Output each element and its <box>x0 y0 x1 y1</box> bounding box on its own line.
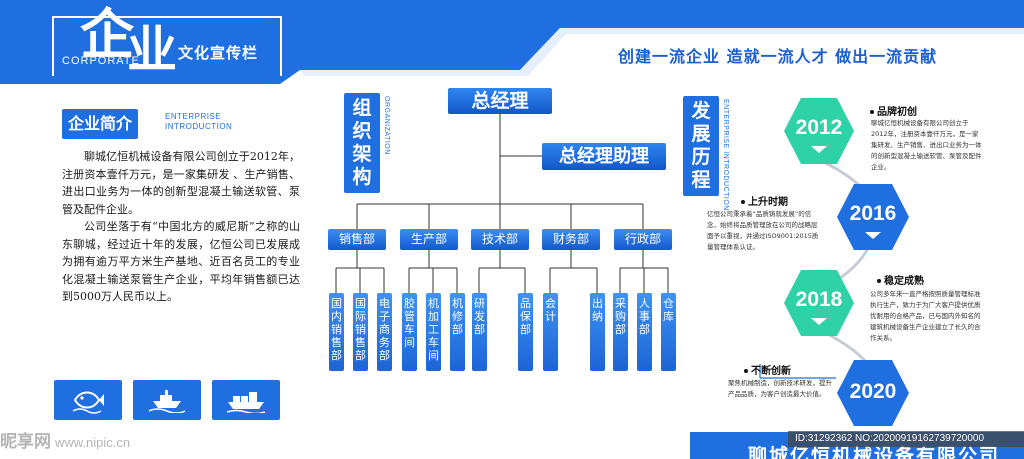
logo-subtitle: 文化宣传栏 <box>178 44 259 62</box>
assistant-manager-box: 总经理助理 <box>542 143 666 170</box>
logo-char-qi: 企 <box>80 2 134 66</box>
bullet-icon <box>741 200 745 204</box>
history-title: 发展历程 <box>683 96 719 196</box>
intro-paragraph-2: 公司坐落于有“中国北方的威尼斯”之称的山东聊城，经过近十年的发展，亿恒公司已发展… <box>62 220 300 303</box>
dept-sales: 销售部 <box>328 229 386 250</box>
chevron-down-icon <box>865 232 881 239</box>
bullet-icon <box>877 279 881 283</box>
sub-accounting: 会计 <box>543 293 558 371</box>
bullet-icon <box>744 369 748 373</box>
fish-icon <box>54 380 122 420</box>
event-text-2018: 公司多年来一直严格按照质量管理标准执行生产，致力于为广大客户提供优质优耐用的合格… <box>870 290 981 342</box>
bullet-icon <box>870 110 874 114</box>
org-title-en: ORGANIZATION <box>383 96 390 155</box>
sub-cashier: 出纳 <box>590 293 605 371</box>
event-text-2016: 亿恒公司秉承着“品质铸就发展”的信念，始终将品质管理放在公司的战略层面予以重视，… <box>707 210 819 251</box>
image-id-tag: ID:31292362 NO:20200919162739720000 <box>788 431 1024 447</box>
org-title: 组织架构 <box>344 93 380 193</box>
intro-title-en: ENTERPRISE INTRODUCTION <box>165 112 233 131</box>
sub-machining-workshop: 机加工车间 <box>426 293 441 371</box>
sub-rnd: 研发部 <box>472 293 487 371</box>
general-manager-box: 总经理 <box>448 88 552 114</box>
logo-char-ye: 业 <box>127 20 177 79</box>
year-hex-2016: 2016 <box>836 182 910 252</box>
event-title-2018: 稳定成熟 <box>877 272 924 287</box>
footer-company-name: 聊城亿恒机械设备有限公司 <box>748 445 1001 459</box>
chevron-down-icon <box>811 318 827 325</box>
sub-maintenance: 机修部 <box>450 293 465 371</box>
logo-corporate-text: CORPORATE <box>62 55 140 67</box>
dept-admin: 行政部 <box>614 229 672 250</box>
sub-hose-workshop: 胶管车间 <box>402 293 417 371</box>
dept-technology: 技术部 <box>471 229 529 250</box>
sub-intl-sales: 国际销售部 <box>353 293 368 371</box>
sub-hr: 人事部 <box>637 293 652 371</box>
sub-warehouse: 仓库 <box>661 293 676 371</box>
sub-quality: 品保部 <box>518 293 533 371</box>
header-band <box>0 0 1024 84</box>
sub-domestic-sales: 国内销售部 <box>329 293 344 371</box>
event-title-2016: 上升时期 <box>741 193 788 208</box>
intro-body: 聊城亿恒机械设备有限公司创立于2012年，注册资本壹仟万元，是一家集研发 、生产… <box>62 148 300 306</box>
year-hex-2012: 2012 <box>783 96 855 166</box>
chevron-down-icon <box>811 146 827 153</box>
header-shape <box>0 0 1024 84</box>
year-hex-2020: 2020 <box>836 358 910 428</box>
event-text-2020: 聚焦机械制造，创新技术研发，提升产品品质，为客户创造最大价值。 <box>728 379 832 398</box>
event-title-2012: 品牌初创 <box>870 103 917 118</box>
history-title-en: ENTERPRISE INTRODUCTION <box>722 99 729 211</box>
cargo-ship-icon <box>212 380 280 420</box>
sub-purchasing: 采购部 <box>613 293 628 371</box>
year-hex-2018: 2018 <box>783 268 855 338</box>
event-text-2012: 聊城亿恒机械设备有限公司创立于2012年，注册资本壹仟万元，是一家集研发、生产销… <box>871 119 982 171</box>
dept-finance: 财务部 <box>542 229 600 250</box>
ship-icon <box>133 380 201 420</box>
sub-ecommerce: 电子商务部 <box>377 293 392 371</box>
dept-production: 生产部 <box>400 229 458 250</box>
slogan: 创建一流企业 造就一流人才 做出一流贡献 <box>618 47 938 66</box>
event-title-2020: 不断创新 <box>744 362 791 377</box>
intro-paragraph-1: 聊城亿恒机械设备有限公司创立于2012年，注册资本壹仟万元，是一家集研发 、生产… <box>62 150 300 216</box>
intro-title: 企业简介 <box>62 109 139 139</box>
logo-frame <box>52 16 282 76</box>
